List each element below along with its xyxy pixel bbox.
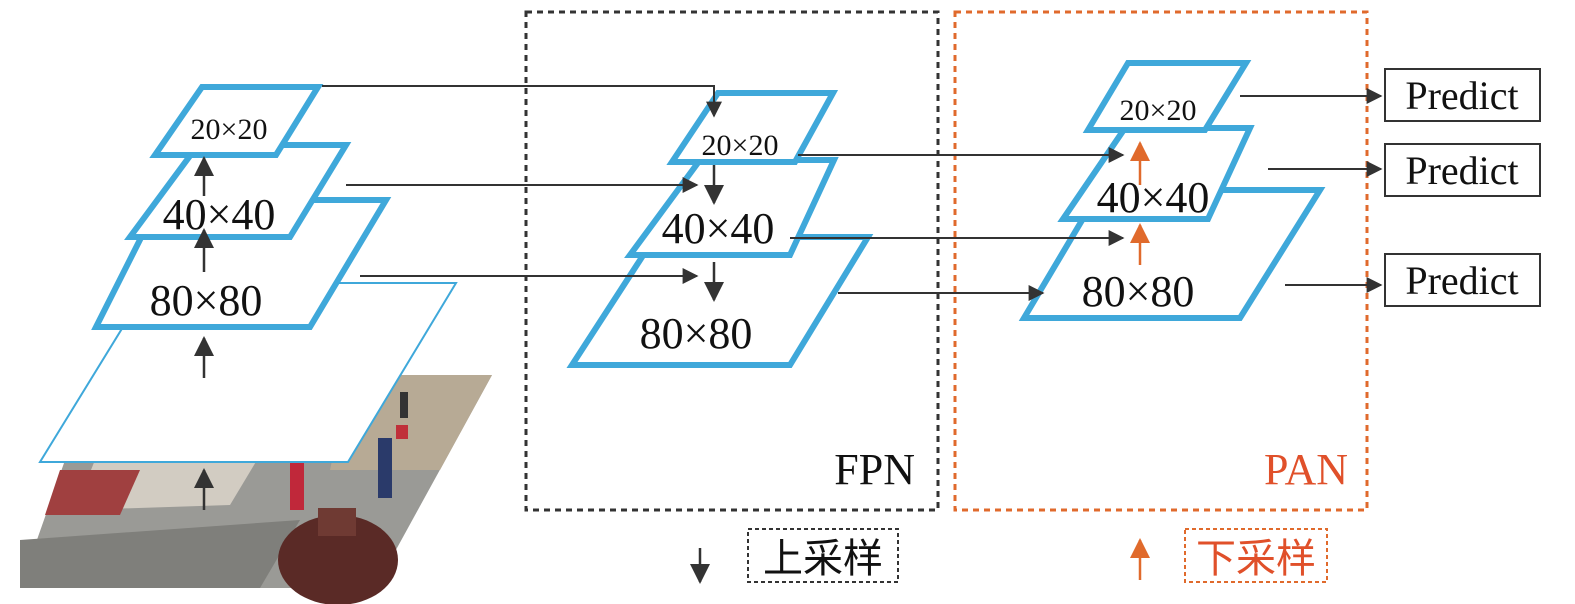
pan-label-80: 80×80 [1082,267,1195,316]
fpn-label-20: 20×20 [702,129,779,162]
pan-label-20: 20×20 [1120,94,1197,127]
pan-box [953,10,1369,512]
backbone: 20×20 40×40 80×80 [38,84,458,510]
downsample-legend-label: 下采样 [1196,536,1316,582]
outputs: Predict Predict Predict [1384,68,1541,307]
pan-block: 20×20 40×40 80×80 PAN [953,10,1369,512]
backbone-layer-20 [149,84,324,158]
predict-label-1: Predict [1405,73,1518,118]
backbone-to-fpn-20 [322,85,722,118]
predict-label-3: Predict [1405,258,1518,303]
pan-layer-20 [1082,60,1252,133]
backbone-layer-40 [124,142,352,240]
predict-box-3 [1384,253,1541,307]
backbone-label-20: 20×20 [191,113,268,146]
fpn-title: FPN [834,445,915,494]
predict-box-1 [1384,68,1541,122]
pan-label-40: 40×40 [1097,173,1210,222]
pan-title: PAN [1264,445,1348,494]
downsample-legend-box [1184,528,1328,583]
fpn-block: 20×20 40×40 80×80 FPN [524,10,940,512]
fpn-box [524,10,940,512]
predict-box-2 [1384,143,1541,197]
fpn-label-80: 80×80 [640,309,753,358]
legend: 上采样 下采样 [690,528,1328,584]
backbone-label-80: 80×80 [150,276,263,325]
upsample-legend-label: 上采样 [763,536,883,582]
upsample-legend-box [747,528,899,583]
predict-label-2: Predict [1405,148,1518,193]
backbone-label-40: 40×40 [163,190,276,239]
lateral-connections [322,85,1383,301]
fpn-label-40: 40×40 [662,204,775,253]
